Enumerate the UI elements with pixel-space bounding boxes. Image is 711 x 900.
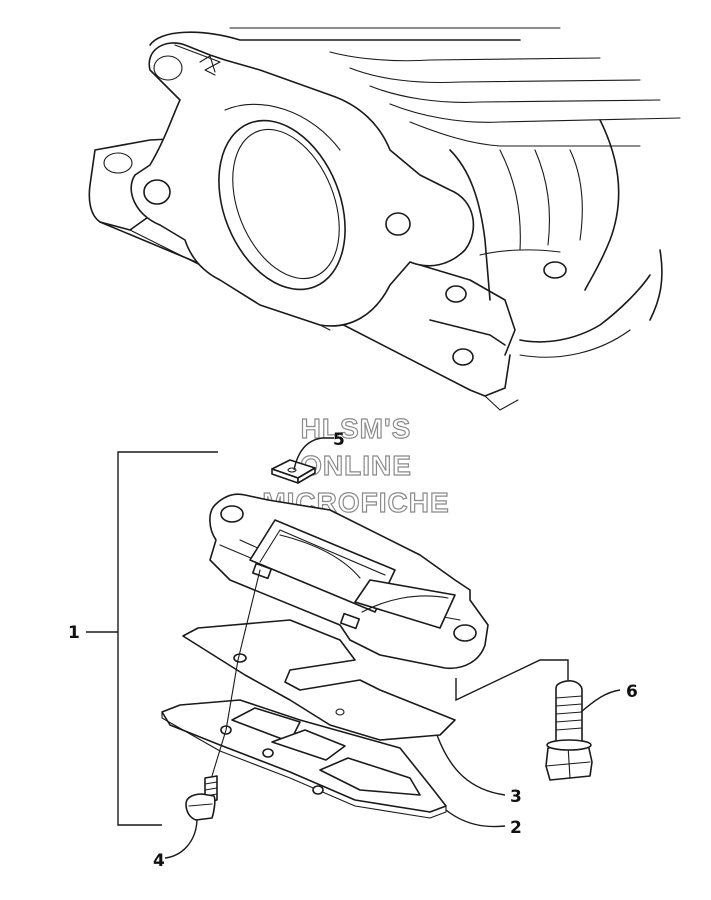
- assembly-bracket: [86, 451, 218, 826]
- reed-valve-cage: [209, 493, 489, 670]
- callout-6: 6: [626, 682, 638, 702]
- callout-4: 4: [153, 851, 165, 871]
- watermark: HLSM'S ONLINE MICROFICHE: [262, 412, 450, 518]
- callout-2: 2: [510, 818, 522, 838]
- callout-3: 3: [510, 787, 522, 807]
- leader-lines: [164, 437, 621, 859]
- engine-crankcase: [88, 27, 681, 411]
- callout-1: 1: [68, 623, 80, 643]
- watermark-line-2: ONLINE: [300, 450, 412, 481]
- reed-stopper-plate: [161, 699, 447, 819]
- bolt-part-6: [545, 680, 593, 781]
- callout-5: 5: [333, 430, 345, 450]
- reed-petal-sheet: [182, 619, 456, 741]
- callouts: 1 2 3 4 5 6: [68, 430, 638, 871]
- screw-part-4: [185, 775, 218, 821]
